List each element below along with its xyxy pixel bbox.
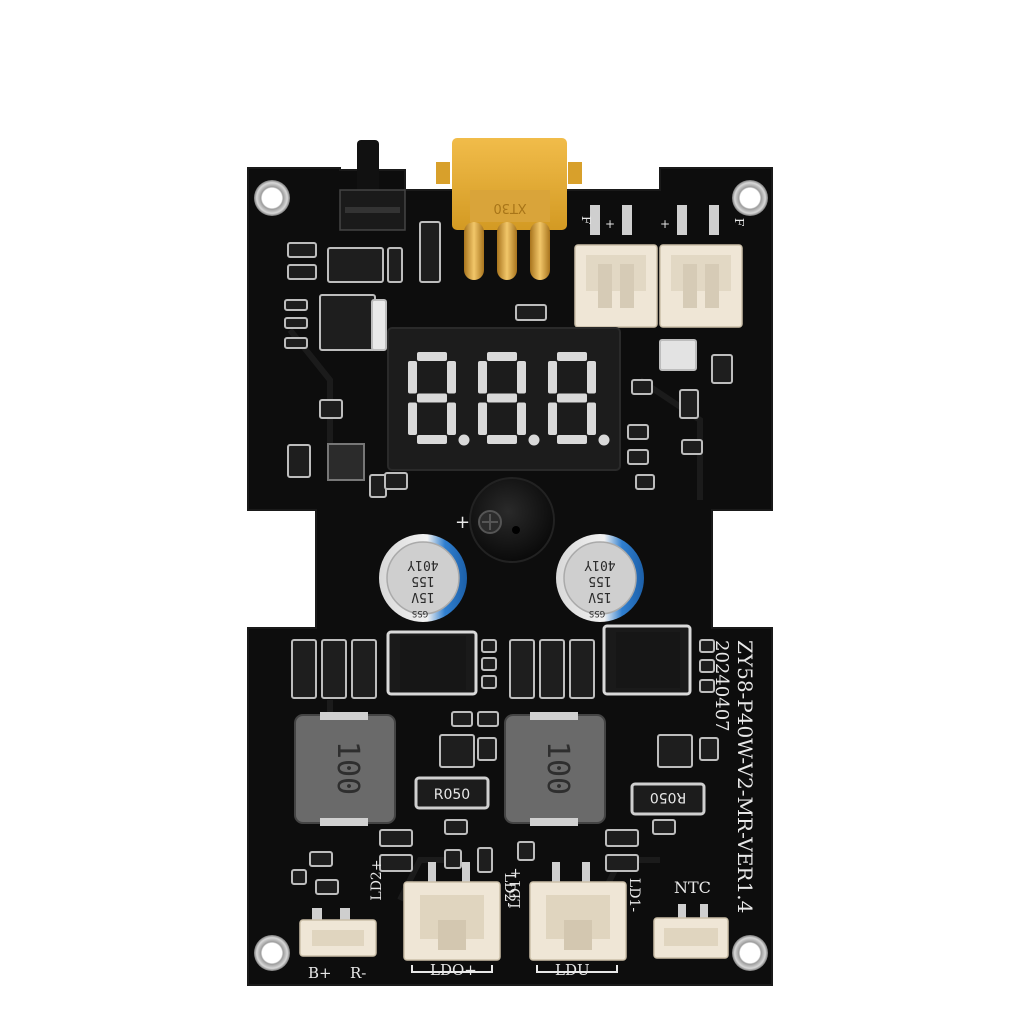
laser-connector-1 <box>529 862 627 961</box>
label-ld2-minus: LD2- <box>501 873 517 907</box>
display-segment <box>478 402 487 435</box>
mosfet-right <box>602 624 692 696</box>
display-segment <box>548 361 557 394</box>
mounting-hole <box>254 180 290 216</box>
cap-right-brand: GSS <box>589 608 605 618</box>
fan-label-f-2: F <box>732 218 746 226</box>
smd-components-lower <box>291 639 719 895</box>
shunt-left-label: R050 <box>434 787 470 803</box>
display-segment <box>557 393 587 403</box>
fan-connector-2 <box>659 205 743 328</box>
smd-components-upper <box>284 221 733 498</box>
mounting-holes <box>254 180 768 971</box>
display-decimal-point <box>458 434 470 446</box>
connector-pin <box>497 222 517 280</box>
display-decimal-point <box>528 434 540 446</box>
mounting-hole <box>732 180 768 216</box>
cap-left-value: 401Y <box>407 557 438 572</box>
fan-label-plus-2: + <box>660 217 670 231</box>
inductor-right: 100 <box>504 712 606 826</box>
display-segment <box>408 361 417 394</box>
board-model: ZY58-P40W-V2-MR-VER1.4 <box>733 640 757 913</box>
display-segment <box>447 361 456 394</box>
shunt-right-label: R050 <box>650 789 686 805</box>
connector-pin <box>464 222 484 280</box>
display-segment <box>557 435 587 444</box>
label-ld1-plus: LD1+ <box>508 867 524 908</box>
capacitor-left: 15V 155 401Y GSS <box>379 534 467 622</box>
display-segment <box>487 393 517 403</box>
xt30-label: XT30 <box>493 200 526 215</box>
inductor-left-value: 100 <box>330 741 365 795</box>
label-ldo-plus: LDO+ <box>430 961 477 979</box>
label-bracket-marks <box>411 965 618 973</box>
buzzer <box>469 477 555 563</box>
buzzer-plus-mark: + <box>455 512 470 533</box>
cap-left-code: 155 <box>411 573 434 588</box>
display-segment <box>478 361 487 394</box>
capacitor-right: 15V 155 401Y GSS <box>556 534 644 622</box>
laser-connector-2 <box>403 862 501 961</box>
display-segment <box>447 402 456 435</box>
display-decimal-point <box>598 434 610 446</box>
cap-left-brand: GSS <box>412 608 428 618</box>
fan-label-plus-1: + <box>605 217 615 231</box>
shunt-right: R050 <box>630 782 706 816</box>
display-segment <box>517 402 526 435</box>
cap-right-voltage: 15V <box>588 589 612 604</box>
board-date: 20240407 <box>711 640 732 732</box>
display-segment <box>487 352 517 361</box>
mcu-chip <box>327 443 365 481</box>
display-segment <box>417 352 447 361</box>
display-segment <box>587 402 596 435</box>
display-digits <box>408 352 610 446</box>
display-segment <box>417 393 447 403</box>
cap-right-value: 401Y <box>584 557 615 572</box>
mounting-hole <box>254 935 290 971</box>
shunt-left: R050 <box>414 776 490 810</box>
mosfet-left <box>386 630 478 696</box>
display-segment <box>548 402 557 435</box>
display-segment <box>587 361 596 394</box>
connector-pin <box>530 222 550 280</box>
mounting-hole <box>732 935 768 971</box>
display-segment <box>408 402 417 435</box>
cap-left-voltage: 15V <box>411 589 435 604</box>
fan-label-f-1: F <box>579 216 593 224</box>
slide-switch <box>339 140 406 231</box>
label-ntc: NTC <box>674 878 711 897</box>
cap-right-code: 155 <box>588 573 611 588</box>
label-ld2-plus: LD2+ <box>369 859 385 900</box>
battery-connector <box>299 908 377 957</box>
display-segment <box>417 435 447 444</box>
ntc-connector <box>653 904 729 959</box>
display-segment <box>517 361 526 394</box>
inductor-right-value: 100 <box>540 741 575 795</box>
label-ldu: LDU <box>555 961 590 979</box>
inductor-left: 100 <box>294 712 396 826</box>
xt30-connector: XT30 <box>436 138 582 280</box>
display-segment <box>557 352 587 361</box>
label-r-minus: R- <box>350 964 366 982</box>
display-segment <box>487 435 517 444</box>
label-b-plus: B+ <box>308 964 332 982</box>
label-ld1-minus: LD1- <box>626 878 642 912</box>
